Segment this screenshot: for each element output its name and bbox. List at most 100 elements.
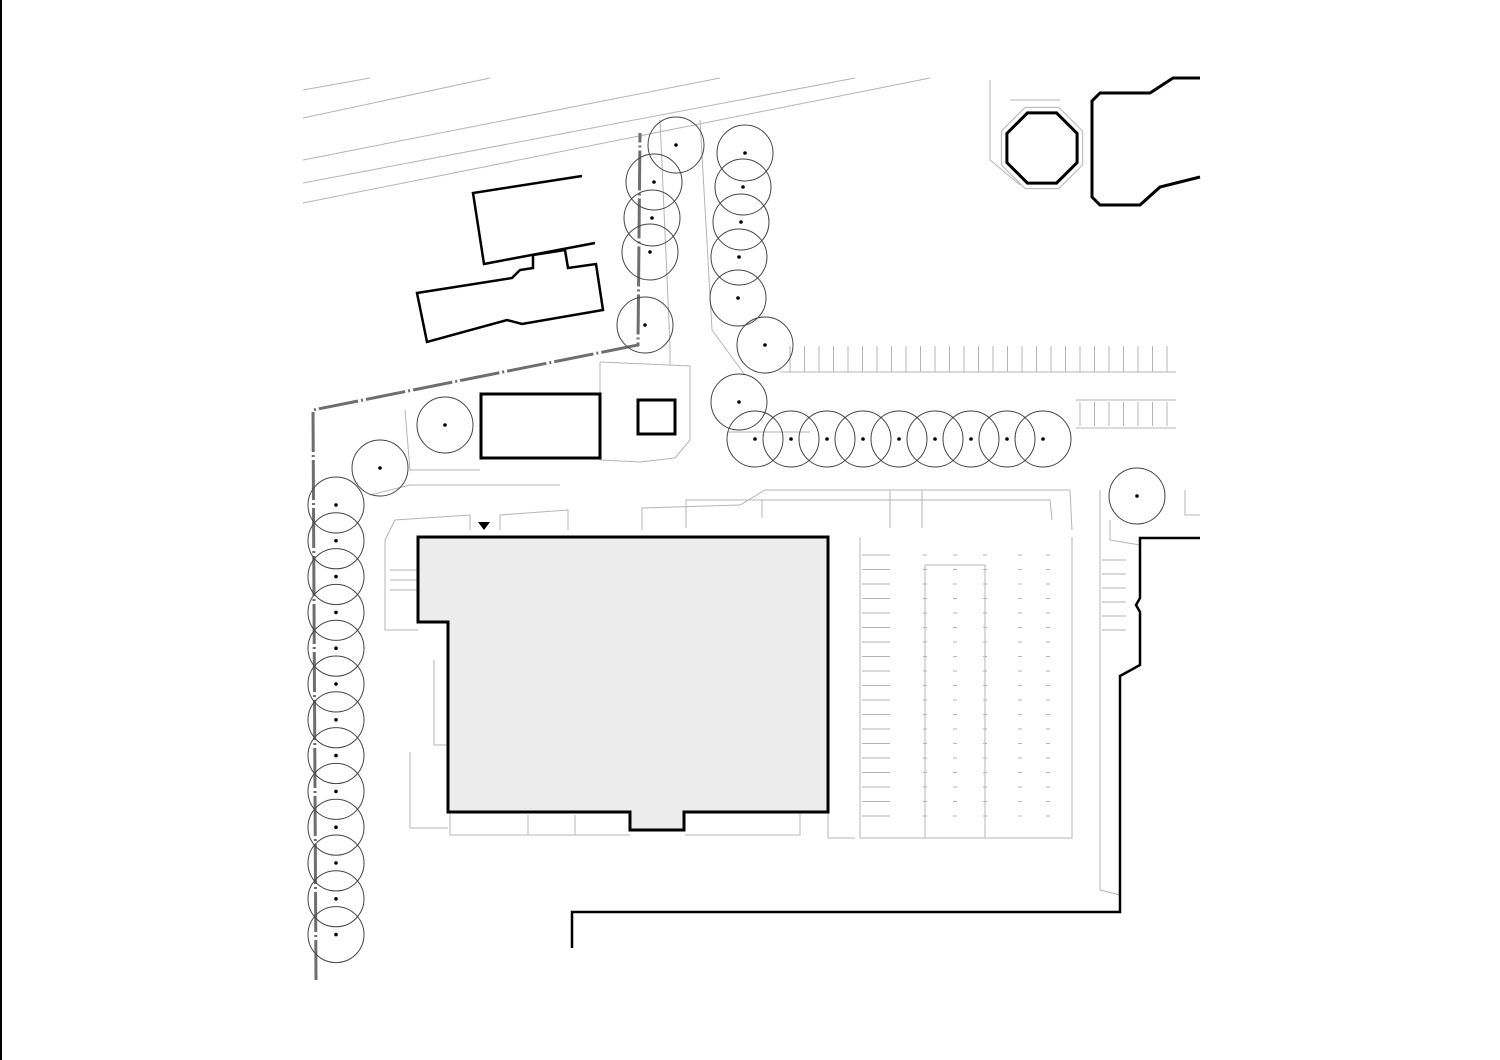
tree-icon: [1014, 410, 1072, 468]
tree-trunk-dot: [334, 646, 338, 650]
tree-icon: [714, 158, 772, 216]
tree-trunk-dot: [737, 400, 741, 404]
tree-icon: [1108, 467, 1166, 525]
tree-icon: [307, 762, 365, 820]
tree-icon: [978, 410, 1036, 468]
tree-icon: [712, 193, 770, 251]
site-line: [1099, 490, 1121, 896]
tree-icon: [709, 269, 767, 327]
site-line: [302, 77, 856, 184]
site-line: [404, 409, 480, 471]
tree-trunk-dot: [739, 220, 743, 224]
tree-icon: [625, 153, 683, 211]
tree-canopies: [307, 116, 1166, 964]
tree-trunk-dot: [378, 466, 382, 470]
tree-trunk-dot: [753, 437, 757, 441]
site-line: [599, 361, 691, 463]
site-line: [859, 537, 1073, 839]
tree-trunk-dot: [743, 151, 747, 155]
site-line: [599, 362, 641, 463]
entrance-triangle-icon: [478, 522, 490, 530]
tree-icon: [307, 727, 365, 785]
site-line: [827, 812, 855, 839]
site-line: [449, 812, 630, 836]
tree-trunk-dot: [443, 423, 447, 427]
site-line: [302, 77, 931, 204]
tree-trunk-dot: [1005, 437, 1009, 441]
tree-trunk-dot: [648, 250, 652, 254]
tree-trunk-dot: [334, 861, 338, 865]
tree-trunk-dot: [334, 825, 338, 829]
tree-trunk-dot: [763, 343, 767, 347]
tree-trunk-dot: [334, 610, 338, 615]
tree-icon: [906, 410, 964, 468]
buildings: [311, 76, 1201, 981]
tree-trunk-dot: [643, 323, 647, 327]
tree-icon: [621, 223, 679, 281]
tree-icon: [716, 124, 774, 182]
tree-icon: [307, 619, 365, 677]
building-north: [471, 174, 596, 266]
tree-icon: [307, 655, 365, 713]
tree-icon: [798, 410, 856, 468]
site-line: [302, 77, 491, 119]
site-line: [302, 77, 371, 91]
tree-icon: [762, 410, 820, 468]
tree-icon: [307, 691, 365, 749]
building-northwest: [415, 248, 605, 344]
tree-icon: [307, 834, 365, 892]
site-line: [685, 499, 1053, 528]
site-line: [641, 489, 1073, 531]
tree-icon: [710, 373, 768, 431]
tree-trunk-dot: [1041, 437, 1045, 441]
site-line: [433, 660, 448, 746]
site-line: [369, 484, 560, 496]
tree-icon: [942, 410, 1000, 468]
tree-icon: [307, 476, 365, 534]
site-line: [659, 119, 671, 365]
tree-trunk-dot: [741, 185, 745, 189]
tree-icon: [416, 396, 474, 454]
tree-trunk-dot: [825, 437, 829, 441]
site-line: [302, 77, 721, 161]
tree-trunk-dot: [969, 437, 973, 441]
parking-stalls: [780, 346, 1176, 817]
tree-trunk-dot: [334, 574, 338, 579]
tree-trunk-dot: [334, 753, 338, 758]
tree-trunk-dot: [650, 216, 654, 220]
small-structure: [636, 398, 677, 436]
site-line: [699, 119, 746, 376]
site-line: [1109, 520, 1141, 546]
tree-trunk-dot: [334, 718, 338, 722]
site-line: [1184, 490, 1200, 516]
tree-icon: [616, 296, 674, 354]
tree-trunk-dot: [334, 503, 338, 507]
tree-icon: [647, 116, 705, 174]
tree-icon: [870, 410, 928, 468]
tree-icon: [736, 316, 794, 374]
tree-trunk-dot: [861, 437, 865, 441]
octagon-outline: [1000, 106, 1084, 190]
tree-icon: [307, 870, 365, 928]
tree-trunk-dot: [674, 143, 678, 147]
east-building: [1090, 76, 1201, 207]
tree-icon: [834, 410, 892, 468]
tree-icon: [710, 228, 768, 286]
site-line: [409, 752, 448, 829]
tree-icon: [307, 906, 365, 964]
tree-trunk-dot: [334, 897, 338, 901]
tree-trunk-dot: [652, 180, 656, 184]
site-line: [925, 564, 986, 838]
site-line: [685, 812, 801, 836]
tree-trunk-dot: [334, 539, 338, 543]
site-line: [989, 80, 1021, 186]
tree-icon: [307, 548, 365, 606]
main-building: [416, 535, 830, 832]
tree-trunk-dot: [334, 789, 338, 794]
tree-icon: [307, 583, 365, 641]
tree-trunk-dot: [933, 437, 937, 441]
tree-icon: [623, 189, 681, 247]
tree-trunk-dot: [737, 255, 741, 259]
tree-trunk-dot: [789, 437, 793, 441]
